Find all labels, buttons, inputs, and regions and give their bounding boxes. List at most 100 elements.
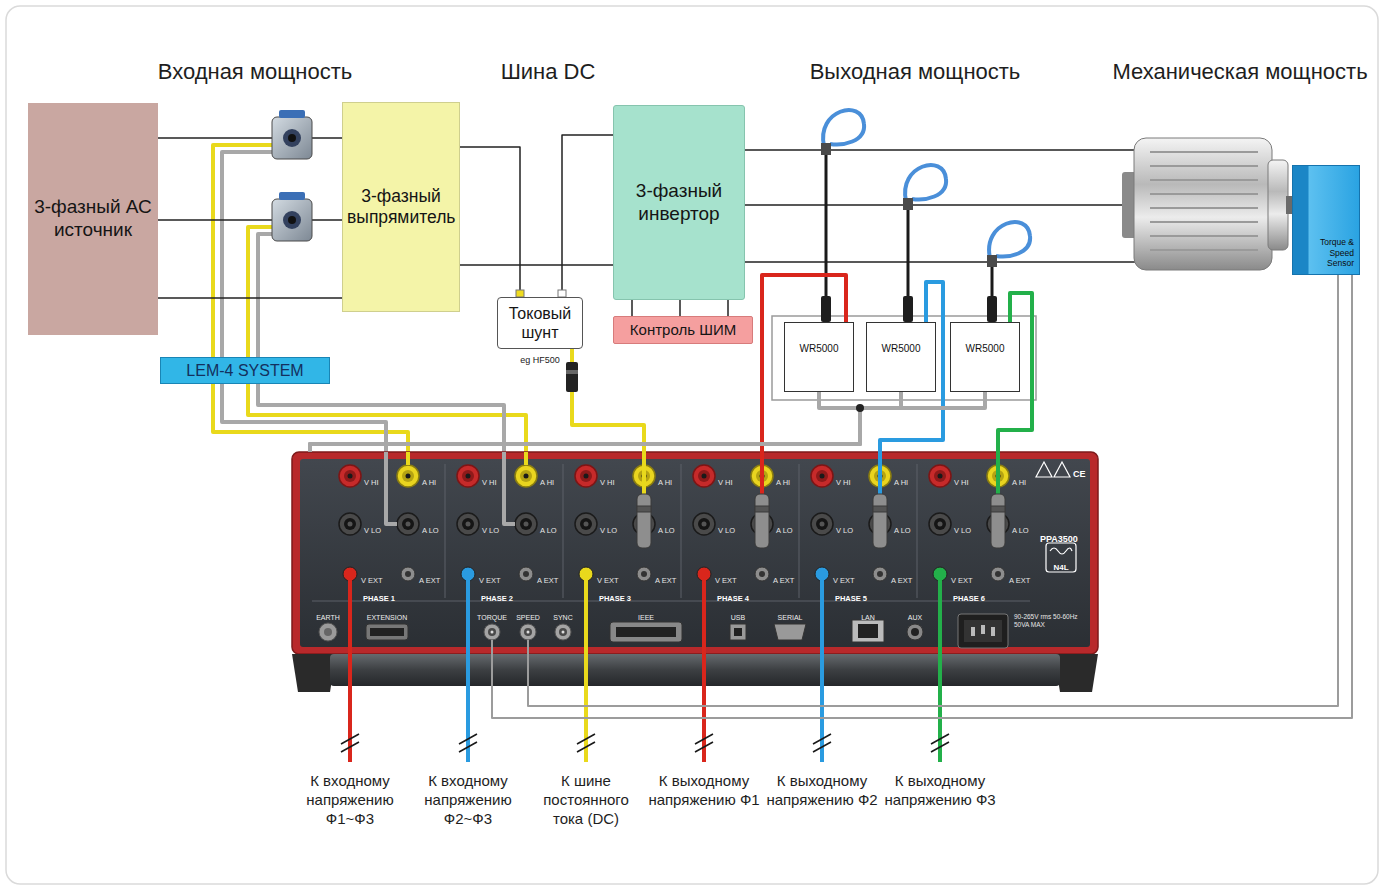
wire-label: К выходному напряжению Ф1 [648, 772, 760, 810]
panel-dividers [312, 464, 1030, 601]
terminal-label: A LO [776, 526, 793, 536]
current-plugs [755, 494, 769, 548]
probe-plugs [903, 296, 913, 322]
wr5000-box: WR5000 [784, 322, 854, 392]
phase-label: PHASE 2 [481, 594, 513, 603]
phase-label: PHASE 5 [835, 594, 867, 603]
current-plugs [637, 494, 651, 548]
terminal-label: A HI [1012, 478, 1026, 488]
current-sensor [272, 192, 312, 241]
current-plugs [637, 506, 651, 512]
torque-sensor: Torque & Speed Sensor [1292, 165, 1360, 275]
rogowski-probe [905, 165, 946, 201]
rogowski-probe [903, 198, 913, 210]
panel-ports [911, 628, 919, 636]
shunt-plug [566, 370, 578, 374]
section-heading: Выходная мощность [810, 58, 1021, 86]
phase-label: PHASE 3 [599, 594, 631, 603]
pwm-box: Контроль ШИМ [613, 316, 753, 344]
terminal-jacks [811, 465, 833, 487]
wire-label: К входному напряжению Ф1~Ф3 [294, 772, 406, 828]
terminal-label: V EXT [715, 576, 737, 586]
port-label: EXTENSION [367, 614, 407, 623]
voltage-leads [820, 574, 824, 762]
output-wires [700, 150, 1140, 262]
connector [572, 349, 644, 452]
cable-ends [996, 452, 1000, 494]
power-analyzer-body [292, 452, 1098, 654]
connector [158, 297, 342, 299]
node-text: WR5000 [954, 343, 1016, 355]
label-holder: К шине постоянного тока (DC) [530, 772, 642, 828]
label-holder: EARTH [298, 606, 358, 624]
phase-label: PHASE 4 [717, 594, 749, 603]
motor [1150, 152, 1258, 250]
label-holder: Механическая мощность [1100, 58, 1380, 86]
connector [631, 300, 633, 316]
node-text: LEM-4 SYSTEM [165, 361, 325, 380]
terminal-jacks [401, 567, 415, 581]
rectifier-box: 3-фазный выпрямитель [342, 102, 460, 312]
node-text: 3-фазный инвертор [618, 180, 740, 226]
panel-ports [616, 627, 676, 637]
port-label: LAN [861, 614, 875, 623]
wire-label: К выходному напряжению Ф3 [884, 772, 996, 810]
label-holder: V EXT [361, 569, 383, 587]
label-holder: V LO [718, 519, 735, 537]
label-holder: EXTENSION [357, 606, 417, 624]
rogowski-probe [987, 255, 997, 267]
connector [528, 275, 1338, 706]
note-holder: eg HF500 [498, 348, 582, 367]
connector [727, 300, 729, 316]
terminal-jacks [693, 513, 715, 535]
node-text: 3-фазный выпрямитель [347, 186, 455, 228]
terminal-label: V EXT [951, 576, 973, 586]
label-holder: A LO [1012, 519, 1029, 537]
port-label: USB [731, 614, 745, 623]
label-holder: V HI [600, 471, 615, 489]
label-holder: К входному напряжению Ф1~Ф3 [294, 772, 406, 828]
current-sensor [279, 110, 305, 118]
panel-ports [370, 628, 404, 636]
shunt-box: Токовый шунтeg HF500 [497, 297, 583, 349]
terminal-label: A LO [1012, 526, 1029, 536]
panel-ports [610, 622, 682, 642]
label-holder: A HI [658, 471, 672, 489]
terminal-jacks [991, 567, 1005, 581]
panel-ports [319, 623, 337, 641]
voltage-leads [348, 574, 352, 762]
panel-ports [964, 620, 1002, 642]
port-label: SERIAL [778, 614, 803, 623]
node-text: WR5000 [870, 343, 932, 355]
terminal-label: A EXT [655, 576, 676, 586]
node-text: PPA3500 [1040, 534, 1078, 545]
port-label: SYNC [553, 614, 572, 623]
cable-ends [760, 452, 764, 494]
terminal-jacks [929, 465, 951, 487]
label-holder: N4L [1047, 556, 1075, 574]
terminal-jacks [515, 513, 537, 535]
cable-ends [492, 640, 528, 692]
current-sensor [272, 110, 312, 159]
panel-ports [907, 624, 923, 640]
terminal-label: A HI [658, 478, 672, 488]
shunt-plug [566, 362, 578, 392]
label-holder: SPEED [498, 606, 558, 624]
wire-label: К выходному напряжению Ф2 [766, 772, 878, 810]
terminal-label: V EXT [361, 576, 383, 586]
current-sensor [279, 192, 305, 200]
terminal-jacks [457, 513, 479, 535]
panel-ports [366, 624, 408, 640]
label-holder: V LO [600, 519, 617, 537]
current-plugs [873, 506, 887, 512]
panel-ports [852, 620, 884, 642]
connector [679, 300, 681, 316]
terminal-label: A LO [894, 526, 911, 536]
terminal-label: A EXT [891, 576, 912, 586]
label-holder: V LO [364, 519, 381, 537]
rogowski-probe [903, 165, 946, 298]
terminal-label: A EXT [537, 576, 558, 586]
panel-ports [981, 625, 985, 634]
terminal-jacks [515, 465, 537, 487]
terminal-label: A HI [540, 478, 554, 488]
